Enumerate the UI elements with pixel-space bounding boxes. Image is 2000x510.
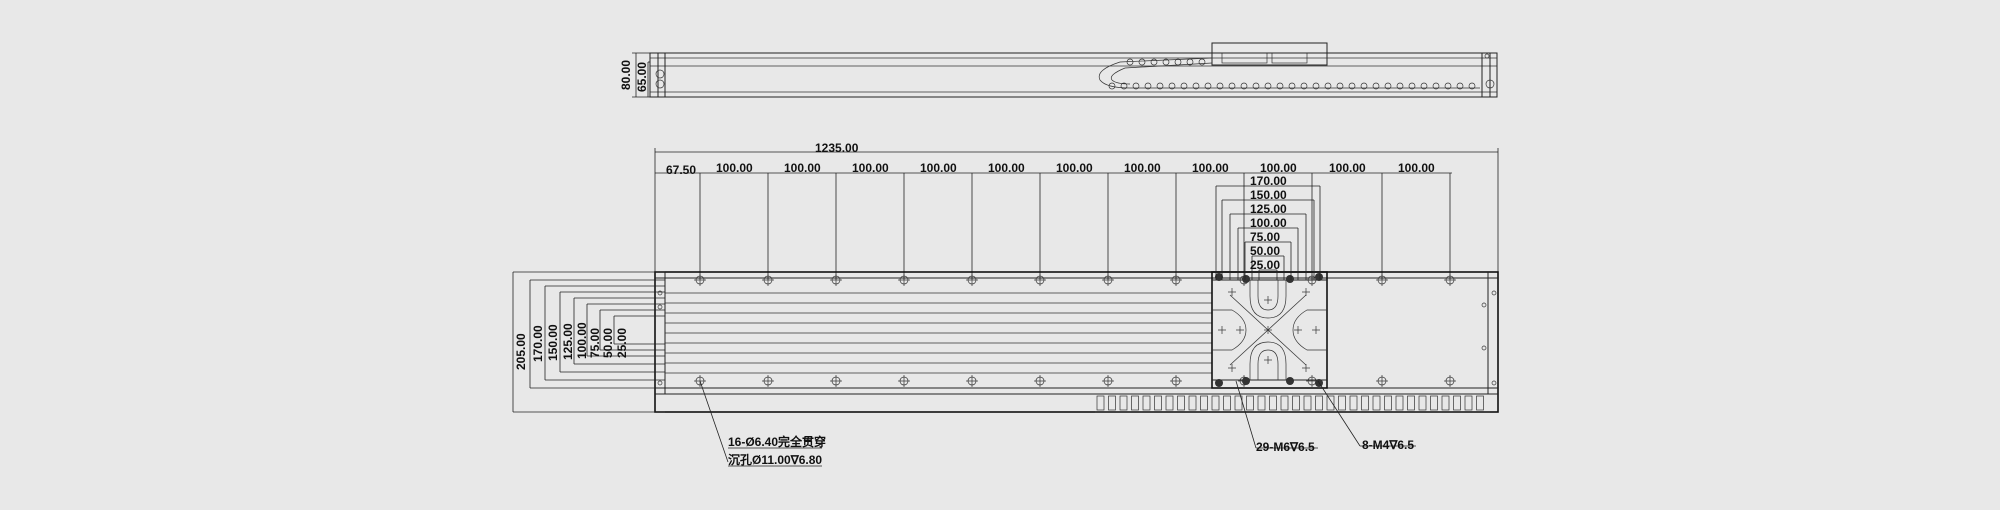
pitch-label: 100.00	[1124, 161, 1161, 175]
side-view: 80.00 65.00	[619, 42, 1498, 98]
note-counterbore: 沉孔Ø11.00∇6.80	[728, 452, 822, 467]
dim-65: 65.00	[635, 62, 649, 92]
carriage-bolt-hole	[1315, 273, 1323, 281]
chain-link	[1165, 395, 1174, 411]
side-dim-label: 75.00	[588, 328, 602, 358]
chain-link	[1200, 395, 1208, 411]
carriage-bolt-hole	[1215, 379, 1223, 387]
chain-link	[1453, 395, 1461, 411]
mounting-holes	[694, 274, 1456, 387]
pitch-label: 100.00	[1192, 161, 1229, 175]
side-dim-label: 125.00	[561, 323, 575, 360]
chain-link	[1280, 395, 1289, 411]
chain-link	[1257, 395, 1266, 411]
dim-first-pitch: 67.50	[666, 163, 696, 177]
chain-link	[1349, 395, 1358, 411]
chain-link	[1384, 395, 1392, 411]
chain-link	[1303, 395, 1312, 411]
pitch-label: 100.00	[852, 161, 889, 175]
chain-link	[1108, 395, 1116, 411]
chain-link	[1315, 395, 1323, 411]
carriage-bolt-hole	[1242, 377, 1250, 385]
note-m4: 8-M4∇6.5	[1362, 438, 1414, 452]
chain-link	[1154, 395, 1162, 411]
chain-link	[1476, 395, 1484, 411]
carriage-bolt-hole	[1242, 275, 1250, 283]
side-dim-label: 150.00	[546, 324, 560, 361]
carriage-holes	[1215, 273, 1323, 387]
chain-link	[1430, 395, 1438, 411]
carriage-bolt-hole	[1215, 273, 1223, 281]
side-dim-label: 100.00	[575, 322, 589, 359]
side-dim-label: 170.00	[531, 325, 545, 362]
chain-link	[1096, 395, 1105, 411]
chain-link	[1246, 395, 1254, 411]
carriage-dim-label: 50.00	[1250, 244, 1280, 258]
chain-link	[1464, 395, 1473, 411]
side-dim-label: 205.00	[514, 333, 528, 370]
chain-link	[1269, 395, 1277, 411]
dim-80: 80.00	[619, 60, 633, 90]
carriage-dim-label: 75.00	[1250, 230, 1280, 244]
pitch-label: 100.00	[1056, 161, 1093, 175]
dim-overall-length: 1235.00	[815, 141, 859, 155]
chain-link	[1407, 395, 1415, 411]
carriage-dim-label: 150.00	[1250, 188, 1287, 202]
pitch-label: 100.00	[1398, 161, 1435, 175]
chain-link	[1326, 395, 1335, 411]
cable-chain	[1108, 58, 1476, 90]
pitch-label: 100.00	[784, 161, 821, 175]
carriage-dim-label: 170.00	[1250, 174, 1287, 188]
side-dim-label: 50.00	[601, 328, 615, 358]
side-dim-label: 25.00	[615, 328, 629, 358]
chain-link	[1188, 395, 1197, 411]
pitch-label: 100.00	[988, 161, 1025, 175]
chain-link	[1119, 395, 1128, 411]
chain-link	[1441, 395, 1450, 411]
chain-link	[1372, 395, 1381, 411]
carriage-bolt-hole	[1286, 377, 1294, 385]
cable-chain-bottom	[1096, 395, 1484, 411]
chain-link	[1338, 395, 1346, 411]
carriage-dim-label: 100.00	[1250, 216, 1287, 230]
chain-link	[1234, 395, 1243, 411]
chain-link	[1211, 395, 1220, 411]
pitch-label: 100.00	[1260, 161, 1297, 175]
chain-link	[1131, 395, 1139, 411]
carriage-dim-label: 125.00	[1250, 202, 1287, 216]
chain-link	[1395, 395, 1404, 411]
pitch-label: 100.00	[1329, 161, 1366, 175]
pitch-label: 100.00	[716, 161, 753, 175]
note-through-holes: 16-Ø6.40完全贯穿	[728, 434, 826, 449]
chain-link	[1292, 395, 1300, 411]
pitch-label: 100.00	[920, 161, 957, 175]
pitch-dimensions: 100.00 100.00 100.00 100.00 100.00 100.00 100.…	[699, 161, 1451, 280]
carriage-bolt-hole	[1286, 275, 1294, 283]
carriage-dim-label: 25.00	[1250, 258, 1280, 272]
chain-link	[1142, 395, 1151, 411]
note-m6: 29-M6∇6.5	[1256, 440, 1315, 454]
chain-link	[1177, 395, 1185, 411]
chain-link	[1223, 395, 1231, 411]
chain-link	[1361, 395, 1369, 411]
chain-link	[1418, 395, 1427, 411]
